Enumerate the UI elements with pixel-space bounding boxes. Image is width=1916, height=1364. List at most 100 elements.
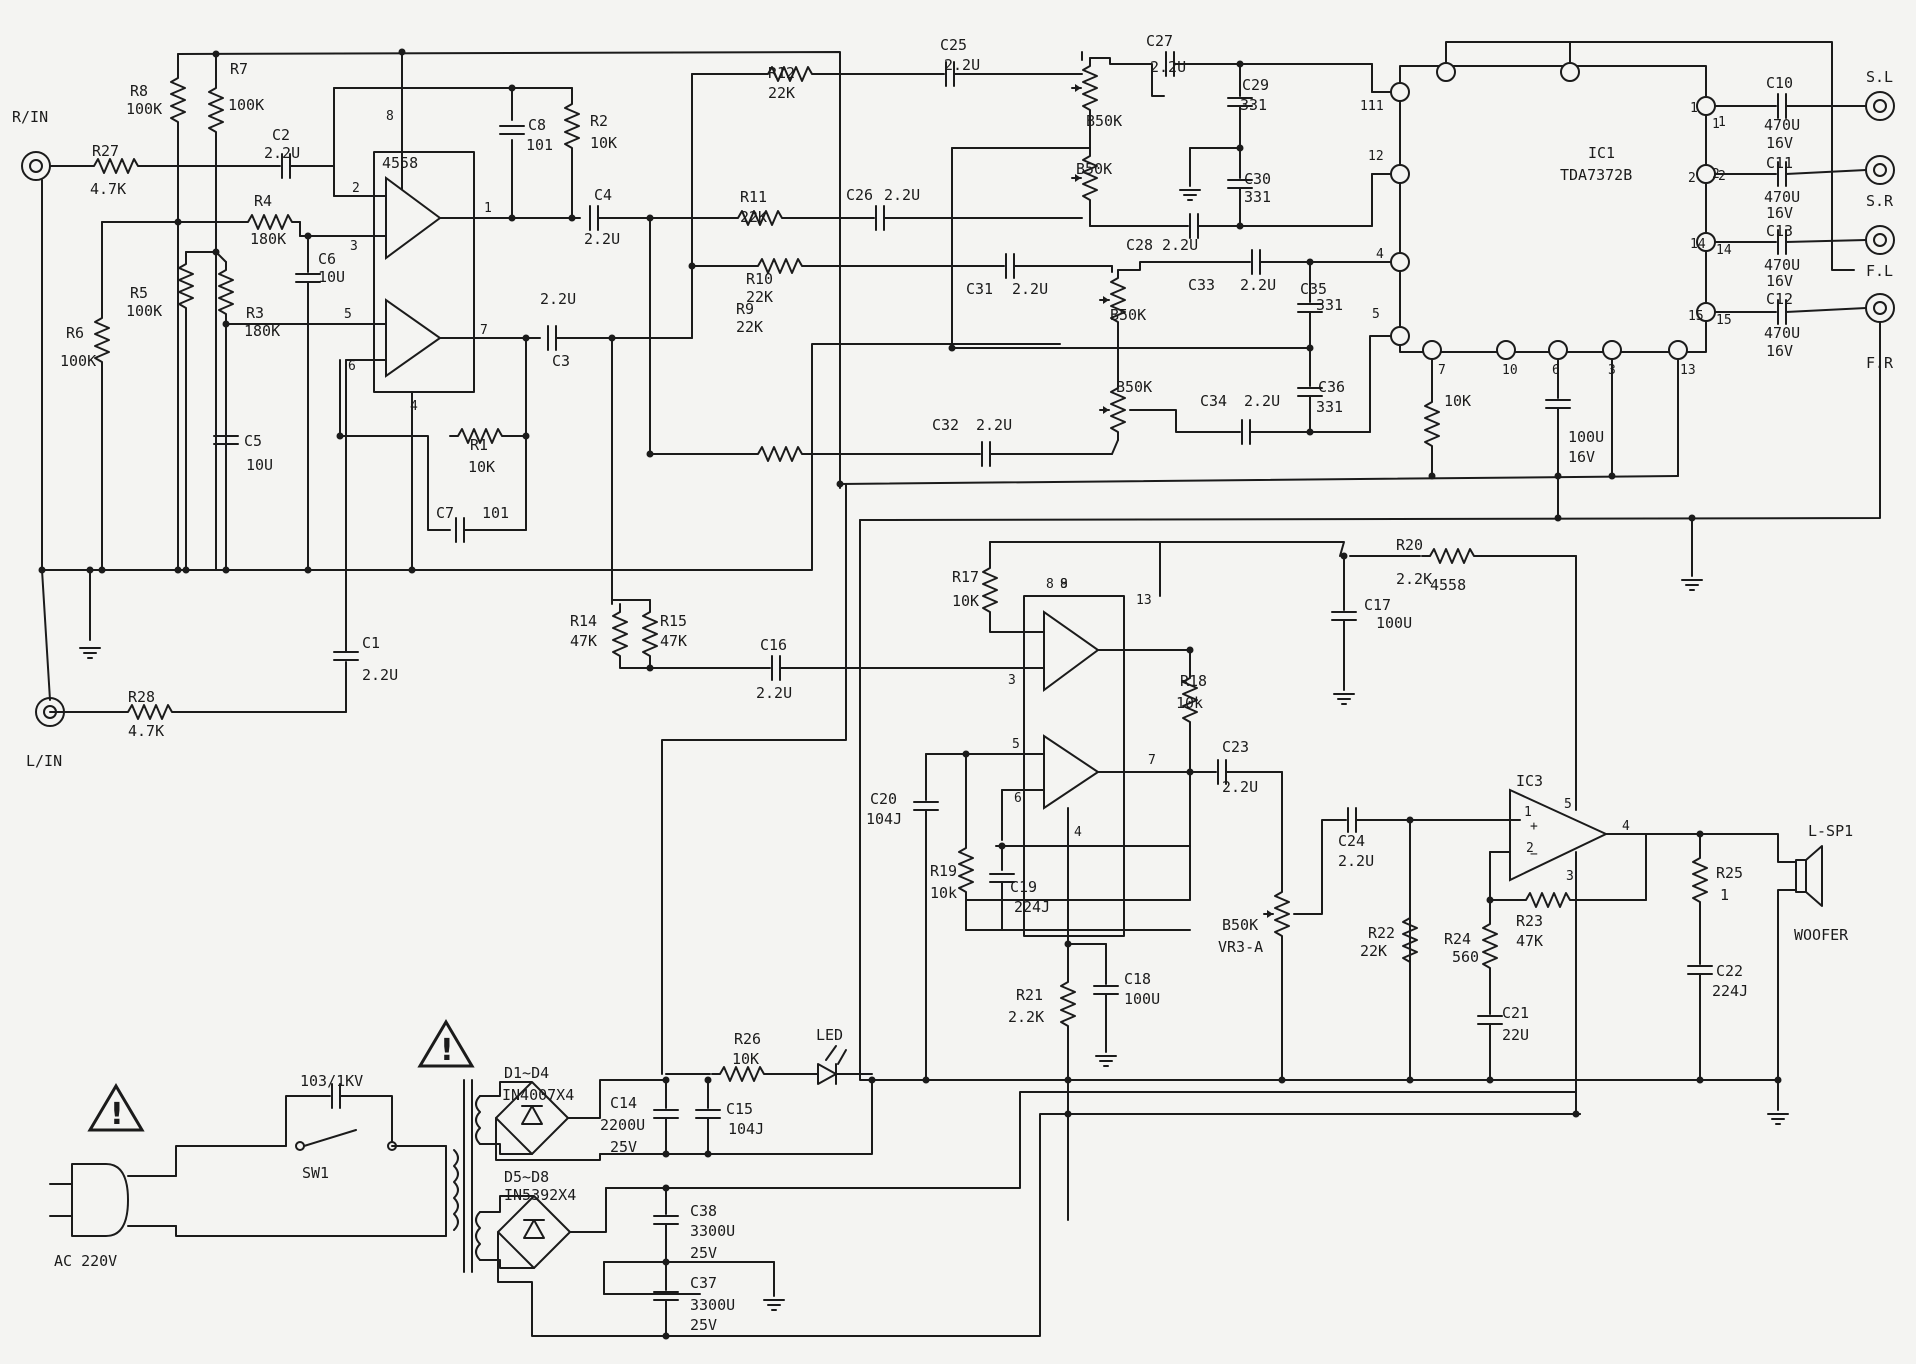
- pin-number: 4: [410, 399, 418, 414]
- component-label: 331: [1240, 96, 1267, 114]
- pin-number: 9: [1060, 577, 1068, 592]
- woofer-label: WOOFER: [1794, 926, 1849, 944]
- component-label: C11: [1766, 154, 1793, 172]
- svg-text:−: −: [1530, 847, 1538, 862]
- component-label: 100K: [60, 352, 96, 370]
- ic1-name: IC1: [1588, 144, 1615, 162]
- component-label: 10K: [732, 1050, 759, 1068]
- ic3-label: IC3: [1516, 772, 1543, 790]
- component-label: 100K: [228, 96, 264, 114]
- component-label: 47K: [570, 632, 597, 650]
- component-label: R24: [1444, 930, 1471, 948]
- component-label: 16V: [1766, 204, 1793, 222]
- ic1-part: TDA7372B: [1560, 166, 1632, 184]
- pin-number: 8: [386, 109, 394, 124]
- component-label: R14: [570, 612, 597, 630]
- component-label: B50K: [1222, 916, 1258, 934]
- pin-number: 3: [1566, 869, 1574, 884]
- power-supply: [49, 1020, 1779, 1337]
- component-label: C34: [1200, 392, 1227, 410]
- component-label: R11: [740, 188, 767, 206]
- component-label: 104J: [866, 810, 902, 828]
- component-label: R26: [734, 1030, 761, 1048]
- component-label: C27: [1146, 32, 1173, 50]
- ic3-amplifier: + −: [1402, 765, 1823, 1125]
- component-label: 22K: [768, 84, 795, 102]
- component-label: C14: [610, 1094, 637, 1112]
- component-label: 560: [1452, 948, 1479, 966]
- pin-number: 8: [1046, 577, 1054, 592]
- component-label: 3300U: [690, 1222, 735, 1240]
- component-label: 4.7K: [128, 722, 164, 740]
- component-label: 470U: [1764, 324, 1800, 342]
- label-fl: F.L: [1866, 262, 1893, 280]
- component-label: 470U: [1764, 116, 1800, 134]
- component-label: R5: [130, 284, 148, 302]
- pin-number: 6: [348, 359, 356, 374]
- pin-number: 1: [1690, 101, 1698, 116]
- component-label: C15: [726, 1100, 753, 1118]
- component-label: 10K: [1444, 392, 1471, 410]
- pin-number: 4: [1074, 825, 1082, 840]
- component-label: C22: [1716, 962, 1743, 980]
- component-label: R17: [952, 568, 979, 586]
- component-label: C18: [1124, 970, 1151, 988]
- pin-number: 1: [1712, 117, 1720, 132]
- component-label: 2.2K: [1396, 570, 1432, 588]
- component-label: 101: [482, 504, 509, 522]
- component-label: R6: [66, 324, 84, 342]
- component-label: 47K: [660, 632, 687, 650]
- pin-number: 2: [1526, 841, 1534, 856]
- ic1-tda7372b: IC1 TDA7372B: [839, 41, 1881, 591]
- pin-number: 3: [1608, 363, 1616, 378]
- component-label: B50K: [1116, 378, 1152, 396]
- component-label: 22K: [736, 318, 763, 336]
- pin-number: 7: [1148, 753, 1156, 768]
- component-label: 2.2U: [264, 144, 300, 162]
- component-label: C4: [594, 186, 612, 204]
- component-label: 16V: [1766, 342, 1793, 360]
- jack-sl: S.L: [1865, 68, 1895, 121]
- component-labels: R8100KR7100KR274.7KC22.2UR4180KC610UR510…: [60, 32, 1800, 1334]
- component-label: C26: [846, 186, 873, 204]
- component-label: 22K: [740, 208, 767, 226]
- pin-number: 5: [1372, 307, 1380, 322]
- component-label: R10: [746, 270, 773, 288]
- component-label: C31: [966, 280, 993, 298]
- component-label: 2.2U: [884, 186, 920, 204]
- component-label: R1: [470, 436, 488, 454]
- component-label: 10U: [246, 456, 273, 474]
- component-label: 22K: [1360, 942, 1387, 960]
- pin-number: 14: [1716, 243, 1732, 258]
- pin-number: 11: [1368, 99, 1384, 114]
- component-label: B50K: [1086, 112, 1122, 130]
- component-label: R8: [130, 82, 148, 100]
- component-label: C21: [1502, 1004, 1529, 1022]
- component-label: 2.2U: [1338, 852, 1374, 870]
- component-label: 2.2U: [1162, 236, 1198, 254]
- chip-a-label: 4558: [382, 154, 418, 172]
- component-label: C8: [528, 116, 546, 134]
- ac-label: AC 220V: [54, 1252, 117, 1270]
- pin-number: 13: [1136, 593, 1152, 608]
- component-label: C2: [272, 126, 290, 144]
- component-label: B50K: [1076, 160, 1112, 178]
- pin-number: 7: [480, 323, 488, 338]
- sub-stage: [611, 483, 1581, 1221]
- pin-number: 12: [1368, 149, 1384, 164]
- component-label: C16: [760, 636, 787, 654]
- component-label: 2.2U: [1244, 392, 1280, 410]
- component-label: 2.2U: [540, 290, 576, 308]
- pin-number: 8: [1060, 577, 1068, 592]
- component-label: D1~D4: [504, 1064, 549, 1082]
- component-label: 16V: [1766, 134, 1793, 152]
- pin-number: 2: [352, 181, 360, 196]
- component-label: 10K: [952, 592, 979, 610]
- component-label: 224J: [1712, 982, 1748, 1000]
- component-label: 10K: [468, 458, 495, 476]
- pin-number: 3: [350, 239, 358, 254]
- component-label: C12: [1766, 290, 1793, 308]
- pin-number: 14: [1690, 237, 1706, 252]
- pin-number: 1: [484, 201, 492, 216]
